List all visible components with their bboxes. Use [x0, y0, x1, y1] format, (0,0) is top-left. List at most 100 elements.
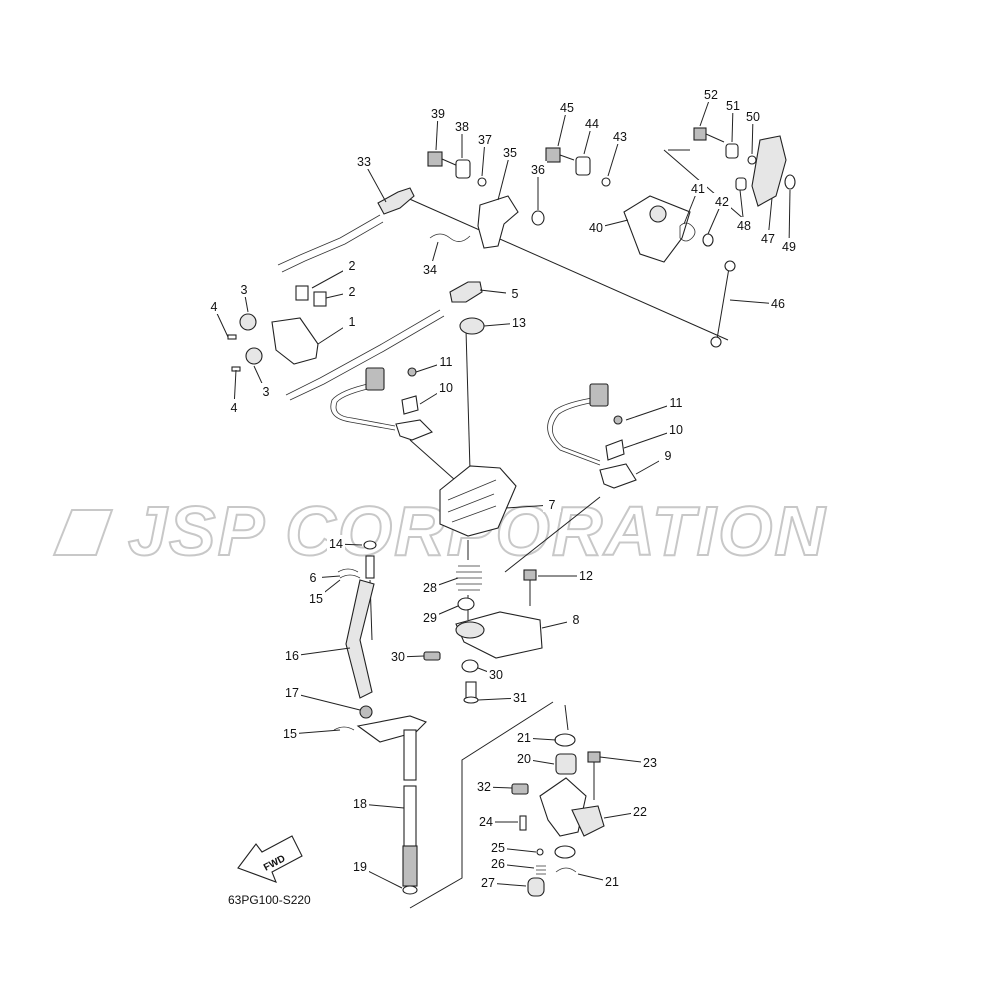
- callout-backdrop: [283, 647, 301, 663]
- callout-backdrop: [283, 684, 301, 700]
- spring-part: [456, 565, 482, 591]
- callout-number: 16: [285, 649, 299, 663]
- callout-backdrop: [529, 161, 547, 177]
- callout-number: 28: [423, 581, 437, 595]
- callout-backdrop: [351, 795, 369, 811]
- callout-number: 48: [737, 219, 751, 233]
- callout-number: 25: [491, 841, 505, 855]
- callout-number: 33: [357, 155, 371, 169]
- callout-number: 20: [517, 752, 531, 766]
- part-shapes: [227, 127, 796, 897]
- callout-leader-line: [788, 189, 791, 248]
- washer-part: [363, 540, 377, 550]
- callout-number: 40: [589, 221, 603, 235]
- callout-backdrop: [558, 99, 576, 115]
- callout-backdrop: [327, 535, 345, 551]
- callout-backdrop: [744, 108, 762, 124]
- callout-number: 19: [353, 860, 367, 874]
- callout-backdrop: [510, 314, 528, 330]
- connector-part: [589, 383, 609, 407]
- callout-number: 11: [440, 355, 453, 369]
- callout-backdrop: [476, 131, 494, 147]
- callout-backdrop: [543, 496, 561, 512]
- washer-part: [554, 845, 576, 859]
- pin-part: [227, 334, 237, 340]
- shift-rod-part: [403, 729, 417, 781]
- callout-number: 10: [669, 423, 683, 437]
- callout-backdrop: [479, 874, 497, 890]
- callout-backdrop: [489, 839, 507, 855]
- callout-backdrop: [713, 193, 731, 209]
- callout-backdrop: [515, 729, 533, 745]
- collar-part: [575, 156, 591, 176]
- callout-number: 37: [478, 133, 492, 147]
- callout-number: 13: [512, 316, 526, 330]
- washer-part: [531, 210, 545, 226]
- callout-leader-line: [291, 647, 351, 657]
- collar-part: [459, 317, 485, 335]
- bolt-part: [587, 751, 601, 763]
- callout-number: 29: [423, 611, 437, 625]
- callout-backdrop: [702, 86, 720, 102]
- bracket-part: [271, 317, 319, 365]
- callout-backdrop: [587, 219, 605, 235]
- callout-number: 3: [241, 283, 248, 297]
- collar-part: [457, 597, 475, 611]
- ball-part: [536, 848, 544, 856]
- callout-number: 8: [573, 613, 580, 627]
- callout-number: 10: [439, 381, 453, 395]
- callout-number: 23: [643, 756, 657, 770]
- forward-direction-arrow: FWD: [237, 835, 303, 883]
- callout-number: 6: [310, 571, 317, 585]
- collar-part: [725, 143, 739, 159]
- callout-number: 2: [349, 259, 356, 273]
- o-ring-part: [402, 885, 418, 895]
- callout-backdrop: [475, 778, 493, 794]
- callout-number: 22: [633, 805, 647, 819]
- callout-backdrop: [343, 257, 361, 273]
- bolt-part: [313, 291, 327, 307]
- circlip-part: [555, 867, 577, 873]
- callout-backdrop: [567, 611, 585, 627]
- callout-number: 7: [549, 498, 556, 512]
- callout-backdrop: [769, 295, 787, 311]
- callout-number: 21: [517, 731, 531, 745]
- cable-joint-part: [377, 187, 415, 215]
- callout-labels: 1223344567891010111112131415151617181920…: [205, 86, 798, 890]
- callout-backdrop: [583, 115, 601, 131]
- plunger-part: [527, 877, 545, 897]
- washer-part: [747, 155, 757, 165]
- washer-part: [554, 733, 576, 747]
- callout-backdrop: [611, 128, 629, 144]
- callout-number: 51: [726, 99, 740, 113]
- pin-part: [519, 815, 527, 831]
- callout-backdrop: [389, 648, 407, 664]
- bracket-part: [571, 805, 605, 837]
- clip-wire-part: [429, 233, 471, 242]
- pin-part: [365, 555, 375, 579]
- arrow-icon: [237, 835, 303, 883]
- switch-part: [395, 419, 433, 441]
- callout-backdrop: [515, 750, 533, 766]
- washer-part: [702, 233, 714, 247]
- callout-number: 26: [491, 857, 505, 871]
- callout-backdrop: [689, 180, 707, 196]
- callout-backdrop: [667, 421, 685, 437]
- callout-backdrop: [511, 689, 529, 705]
- callout-number: 49: [782, 240, 796, 254]
- callout-number: 21: [605, 875, 619, 889]
- shift-arm-part: [539, 777, 587, 837]
- callout-number: 42: [715, 195, 729, 209]
- callout-backdrop: [453, 118, 471, 134]
- callout-number: 31: [513, 691, 527, 705]
- callout-number: 32: [477, 780, 491, 794]
- bolt-part: [427, 151, 443, 167]
- callout-number: 15: [283, 727, 297, 741]
- callout-backdrop: [506, 285, 524, 301]
- callout-backdrop: [724, 97, 742, 113]
- callout-number: 30: [391, 650, 405, 664]
- callout-number: 12: [579, 569, 593, 583]
- rod-end-part: [710, 336, 722, 348]
- callout-backdrop: [603, 873, 621, 889]
- callout-number: 3: [263, 385, 270, 399]
